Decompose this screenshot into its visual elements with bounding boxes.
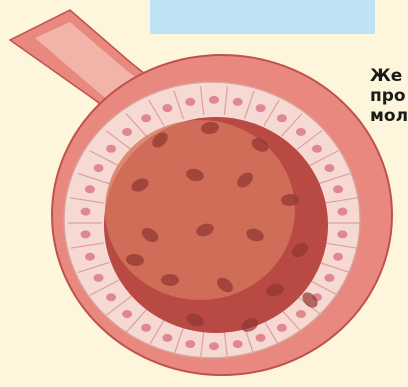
cell-nucleus xyxy=(185,98,195,106)
cell-nucleus xyxy=(256,334,266,342)
cell-nucleus xyxy=(122,310,132,318)
sky-band xyxy=(150,0,375,34)
cell-nucleus xyxy=(277,114,287,122)
label-line-1: Же xyxy=(370,66,408,86)
cell-nucleus xyxy=(324,164,334,172)
cell-nucleus xyxy=(94,164,104,172)
gland-illustration xyxy=(10,10,392,375)
cell-nucleus xyxy=(85,185,95,193)
cell-nucleus xyxy=(333,253,343,261)
cell-nucleus xyxy=(106,293,116,301)
cell-nucleus xyxy=(233,340,243,348)
cell-nucleus xyxy=(185,340,195,348)
cell-nucleus xyxy=(337,230,347,238)
cell-nucleus xyxy=(141,114,151,122)
cell-nucleus xyxy=(333,185,343,193)
cell-nucleus xyxy=(81,230,91,238)
cell-nucleus xyxy=(277,324,287,332)
cell-nucleus xyxy=(122,128,132,136)
cell-nucleus xyxy=(233,98,243,106)
cell-nucleus xyxy=(256,104,266,112)
cell-nucleus xyxy=(162,104,172,112)
cell-nucleus xyxy=(81,208,91,216)
cell-nucleus xyxy=(94,274,104,282)
cell-nucleus xyxy=(162,334,172,342)
cell-nucleus xyxy=(312,145,322,153)
cell-nucleus xyxy=(296,310,306,318)
cell-nucleus xyxy=(141,324,151,332)
label-line-3: мол xyxy=(370,106,408,126)
cell-nucleus xyxy=(324,274,334,282)
label-line-2: про xyxy=(370,86,408,106)
cell-nucleus xyxy=(296,128,306,136)
cell-nucleus xyxy=(85,253,95,261)
cell-nucleus xyxy=(209,96,219,104)
cell-nucleus xyxy=(209,342,219,350)
cell-nucleus xyxy=(337,208,347,216)
cell-nucleus xyxy=(106,145,116,153)
